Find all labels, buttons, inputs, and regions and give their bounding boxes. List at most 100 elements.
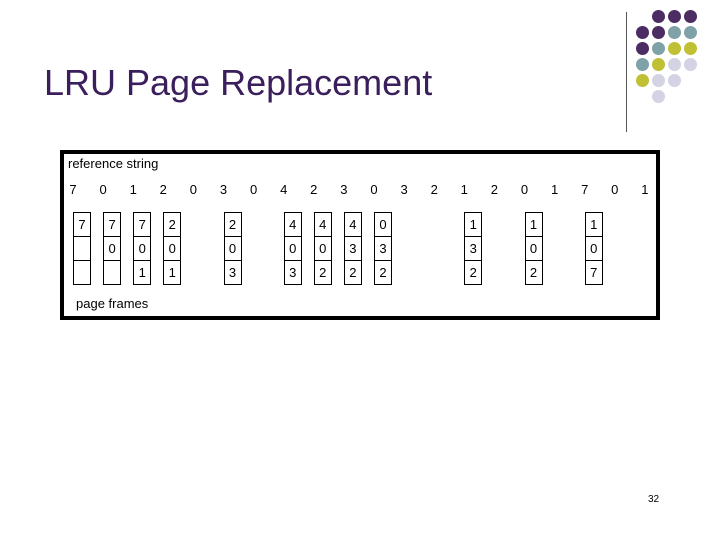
- decorative-dot: [684, 10, 697, 23]
- reference-value: 1: [460, 182, 468, 197]
- page-frame-cell: 2: [349, 265, 357, 280]
- reference-value: 1: [550, 182, 559, 197]
- decorative-dot: [668, 90, 681, 103]
- page-frame-cell: 2: [529, 265, 538, 280]
- page-frame-cell: 0: [284, 237, 301, 261]
- reference-value: 2: [430, 182, 438, 197]
- page-frame-cell: 4: [314, 213, 331, 237]
- page-frame-cell: 4: [344, 213, 361, 237]
- reference-value: 2: [159, 182, 167, 197]
- decorative-dot: [636, 74, 649, 87]
- page-frame-cell: 3: [344, 237, 361, 261]
- page-frame-cell: 0: [164, 237, 181, 261]
- decorative-dot: [636, 10, 649, 23]
- decorative-dot: [636, 26, 649, 39]
- reference-value: 3: [219, 182, 228, 197]
- page-frame-cell: 1: [585, 213, 602, 237]
- page-number: 32: [648, 494, 660, 505]
- page-frame-cell: 3: [465, 237, 482, 261]
- reference-value: 0: [520, 182, 529, 197]
- decorative-dot: [652, 42, 665, 55]
- decorative-dot: [652, 90, 665, 103]
- page-frame-cell: 0: [104, 237, 121, 261]
- page-frame-cell: 3: [228, 265, 237, 280]
- decorative-dot-grid: [636, 10, 700, 106]
- decorative-dot: [684, 90, 697, 103]
- page-frame-cell: 1: [138, 265, 146, 280]
- reference-value: 7: [581, 182, 589, 197]
- decorative-dot: [652, 58, 665, 71]
- decorative-dot: [684, 58, 697, 71]
- page-frame-cell: [104, 261, 120, 284]
- reference-value: 1: [129, 182, 137, 197]
- reference-string-row: 7 0 1 2 0 3 0 4 2 3 0 3 2 1 2 0 1 7 0 1: [64, 182, 656, 198]
- reference-value: 4: [280, 182, 288, 197]
- page-frame-cell: 1: [465, 213, 482, 237]
- page-frame-cell: 2: [469, 265, 477, 280]
- page-frame-cell: 2: [164, 213, 181, 237]
- decorative-dot: [684, 74, 697, 87]
- page-frame-cell: 1: [525, 213, 542, 237]
- decorative-dot: [636, 58, 649, 71]
- title-divider: [626, 12, 627, 132]
- decorative-dot: [668, 26, 681, 39]
- reference-string-label: reference string: [68, 156, 159, 171]
- page-frame-cell: 7: [590, 265, 598, 280]
- page-frame-cell: 2: [379, 265, 387, 280]
- decorative-dot: [668, 42, 681, 55]
- decorative-dot: [652, 26, 665, 39]
- reference-value: 2: [310, 182, 318, 197]
- decorative-dot: [684, 42, 697, 55]
- reference-value: 0: [189, 182, 197, 197]
- page-frame-cell: 0: [224, 237, 241, 261]
- page-frame-cell: 1: [168, 265, 176, 280]
- reference-value: 0: [370, 182, 378, 197]
- page-frame-cell: 7: [104, 213, 121, 237]
- page-frame-cell: 4: [284, 213, 301, 237]
- decorative-dot: [636, 42, 649, 55]
- reference-value: 1: [641, 182, 649, 197]
- page-frame-cell: 3: [289, 265, 297, 280]
- decorative-dot: [652, 10, 665, 23]
- page-frames-label: page frames: [76, 296, 149, 311]
- page-frame-cell: 0: [525, 237, 542, 261]
- page-frame-cell: 2: [224, 213, 241, 237]
- decorative-dot: [668, 10, 681, 23]
- page-frame-cell: 2: [319, 265, 327, 280]
- decorative-dot: [652, 74, 665, 87]
- reference-value: 2: [490, 182, 498, 197]
- page-frame-cell: 0: [314, 237, 331, 261]
- page-frame-cell: 7: [134, 213, 151, 237]
- page-frame-cell: 0: [134, 237, 151, 261]
- reference-value: 0: [249, 182, 258, 197]
- page-frame-column: 7: [73, 212, 91, 285]
- page-frame-cell: 0: [585, 237, 602, 261]
- decorative-dot: [668, 58, 681, 71]
- decorative-dot: [636, 90, 649, 103]
- reference-value: 0: [611, 182, 619, 197]
- reference-value: 7: [69, 182, 77, 197]
- reference-value: 3: [340, 182, 348, 197]
- page-frame-cell: 0: [375, 213, 391, 237]
- reference-value: 0: [99, 182, 107, 197]
- reference-value: 3: [400, 182, 408, 197]
- decorative-dot: [668, 74, 681, 87]
- decorative-dot: [684, 26, 697, 39]
- page-frame-cell: 3: [375, 237, 391, 261]
- slide-title: LRU Page Replacement: [44, 62, 433, 103]
- page-frame-cell: 7: [74, 213, 90, 237]
- page-frame-cell: [74, 237, 90, 261]
- page-frame-cell: [74, 261, 90, 284]
